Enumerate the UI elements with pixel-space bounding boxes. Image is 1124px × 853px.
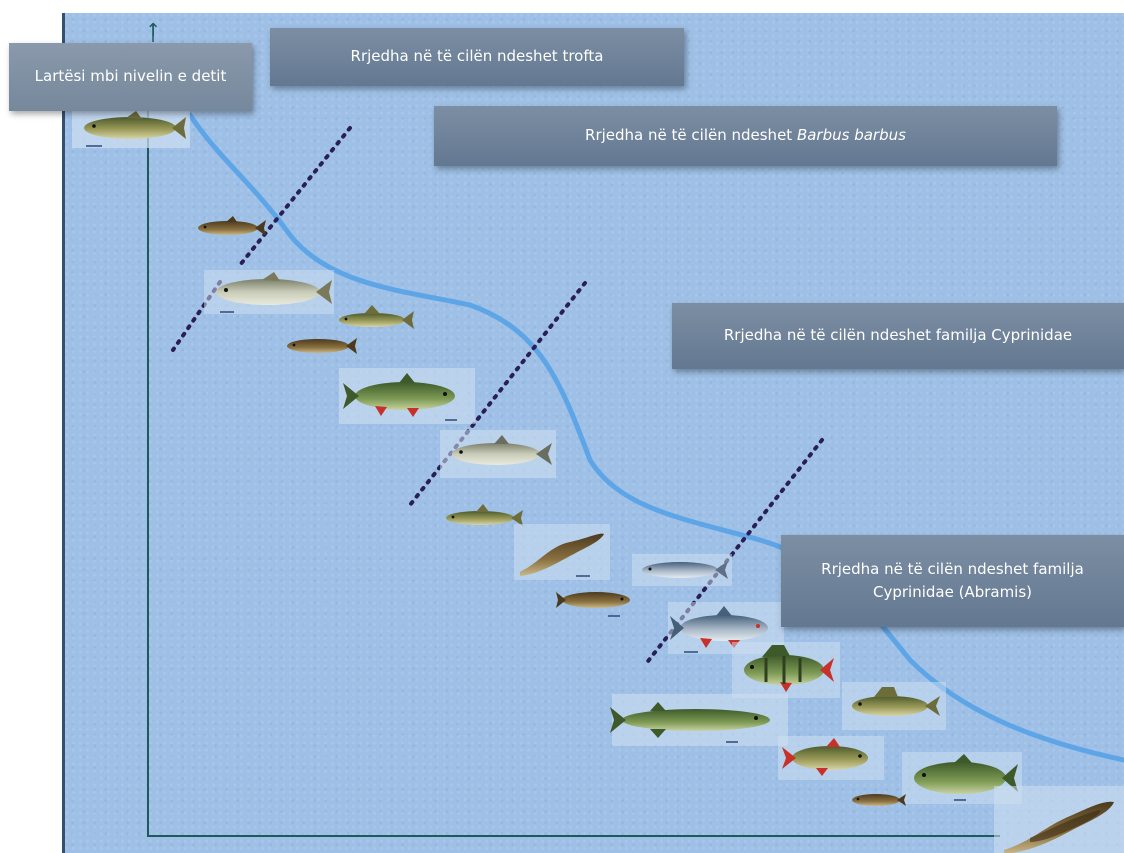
zone-label-abramis: Rrjedha në të cilën ndeshet familja Cypr… bbox=[781, 535, 1124, 627]
fish-barbel-icon bbox=[440, 430, 556, 478]
fish-minnow-icon bbox=[198, 216, 266, 236]
zone-label-barbus: Rrjedha në të cilën ndeshet Barbus barbu… bbox=[434, 106, 1057, 166]
zone-label-cyprinidae: Rrjedha në të cilën ndeshet familja Cypr… bbox=[672, 303, 1124, 369]
zone-label-trout-text: Rrjedha në të cilën ndeshet trofta bbox=[351, 45, 604, 68]
fish-perch-icon bbox=[732, 642, 840, 698]
zone-label-abramis-text: Rrjedha në të cilën ndeshet familja Cypr… bbox=[821, 558, 1084, 605]
zone-label-trout: Rrjedha në të cilën ndeshet trofta bbox=[270, 28, 684, 86]
fish-rudd-icon bbox=[778, 736, 884, 780]
fish-grayling-icon bbox=[339, 305, 414, 329]
fish-illustrations bbox=[72, 108, 1124, 853]
fish-pike-icon bbox=[610, 694, 788, 746]
fish-eel-icon bbox=[514, 524, 610, 580]
fish-lamprey-icon bbox=[994, 786, 1124, 853]
zone-label-cyprinidae-text: Rrjedha në të cilën ndeshet familja Cypr… bbox=[724, 324, 1072, 347]
fish-gudgeon-icon bbox=[287, 338, 357, 354]
fish-loach-icon bbox=[556, 592, 630, 616]
fish-chub-icon bbox=[339, 368, 475, 424]
fish-trout-icon bbox=[72, 108, 190, 148]
river-profile-line bbox=[190, 115, 1124, 760]
y-axis-label: Lartësi mbi nivelin e detit bbox=[9, 43, 252, 111]
y-axis-label-text: Lartësi mbi nivelin e detit bbox=[35, 65, 227, 88]
fish-bleak-icon bbox=[632, 554, 732, 586]
fish-brown-trout-icon bbox=[204, 270, 334, 314]
zone-label-barbus-prefix: Rrjedha në të cilën ndeshet bbox=[585, 124, 797, 147]
fish-nase-icon bbox=[446, 504, 523, 526]
fish-zander-icon bbox=[842, 682, 946, 730]
fish-spined-loach-icon bbox=[852, 794, 906, 806]
y-axis-arrow-icon: ↑ bbox=[145, 20, 160, 41]
zone-label-barbus-species: Barbus barbus bbox=[797, 124, 906, 147]
